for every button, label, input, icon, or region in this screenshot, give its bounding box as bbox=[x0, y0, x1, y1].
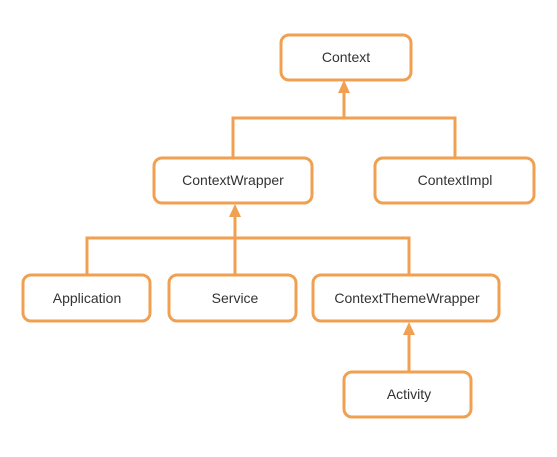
node-contextwrapper: ContextWrapper bbox=[152, 156, 314, 205]
node-context-label: Context bbox=[322, 49, 370, 65]
node-service-label: Service bbox=[212, 290, 259, 306]
node-service: Service bbox=[167, 273, 298, 323]
node-contextimpl: ContextImpl bbox=[373, 156, 536, 205]
node-application-label: Application bbox=[53, 290, 122, 306]
edge-group-context bbox=[231, 80, 457, 158]
node-context: Context bbox=[279, 33, 413, 82]
edge-contextwrapper-to-context bbox=[231, 92, 346, 158]
node-contextwrapper-label: ContextWrapper bbox=[182, 172, 284, 188]
node-contextthemewrapper-label: ContextThemeWrapper bbox=[334, 290, 480, 306]
arrow-to-contextthemewrapper-icon bbox=[403, 322, 415, 335]
node-contextthemewrapper: ContextThemeWrapper bbox=[311, 273, 501, 323]
edge-application-to-contextwrapper bbox=[85, 236, 235, 275]
node-activity-label: Activity bbox=[387, 386, 431, 402]
arrow-to-contextwrapper-icon bbox=[229, 204, 241, 217]
node-contextimpl-label: ContextImpl bbox=[418, 172, 493, 188]
node-application: Application bbox=[21, 273, 152, 323]
node-activity: Activity bbox=[342, 370, 473, 419]
edge-group-contextwrapper bbox=[85, 204, 411, 275]
arrow-to-context-icon bbox=[338, 80, 350, 93]
edge-contextthemewrapper-to-contextwrapper bbox=[235, 236, 411, 275]
edge-group-contextthemewrapper bbox=[403, 322, 415, 372]
edge-contextimpl-to-context bbox=[344, 116, 457, 158]
